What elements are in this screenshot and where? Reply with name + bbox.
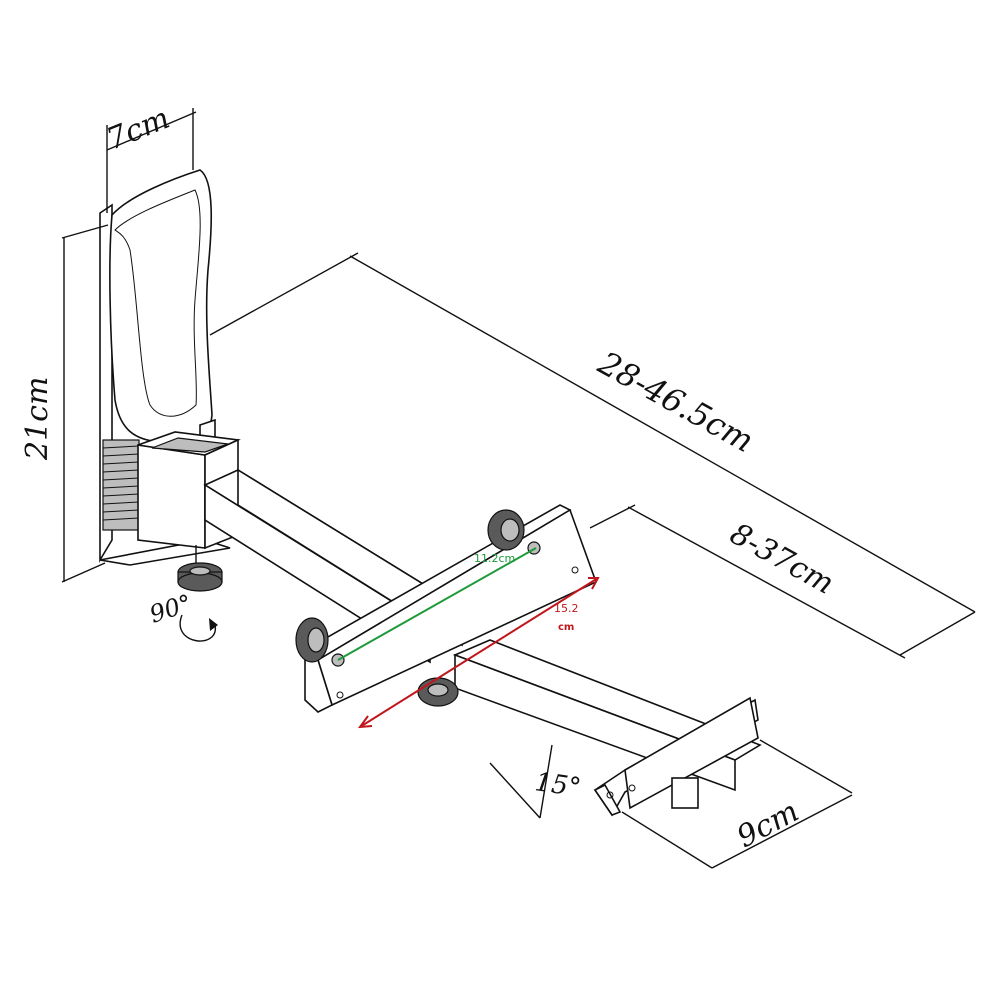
plate-length-line — [359, 577, 599, 728]
rotation-arrow-icon — [209, 618, 218, 631]
hole-spacing-line — [337, 547, 537, 661]
rotation-arc — [179, 614, 216, 642]
label-rotation: 90° — [146, 589, 195, 629]
label-plate-length-value: 15.2 — [554, 602, 579, 615]
extension-arm — [452, 639, 762, 792]
label-plate-length-unit: cm — [558, 622, 574, 633]
plate-length-arrow-left-icon — [357, 715, 373, 729]
label-tilt: 15° — [533, 767, 583, 803]
label-hole-spacing: 11.2cm — [474, 552, 515, 565]
speaker-tray — [593, 696, 759, 817]
dimension-lines — [61, 108, 976, 869]
label-arm-length: 28-46.5cm — [591, 343, 760, 460]
label-height: 21cm — [20, 377, 55, 461]
label-tray-width: 9cm — [731, 794, 804, 855]
label-tray-length: 8-37cm — [724, 516, 839, 601]
label-pad-width: 7cm — [102, 101, 175, 158]
plate-length-arrow-right-icon — [588, 577, 600, 590]
